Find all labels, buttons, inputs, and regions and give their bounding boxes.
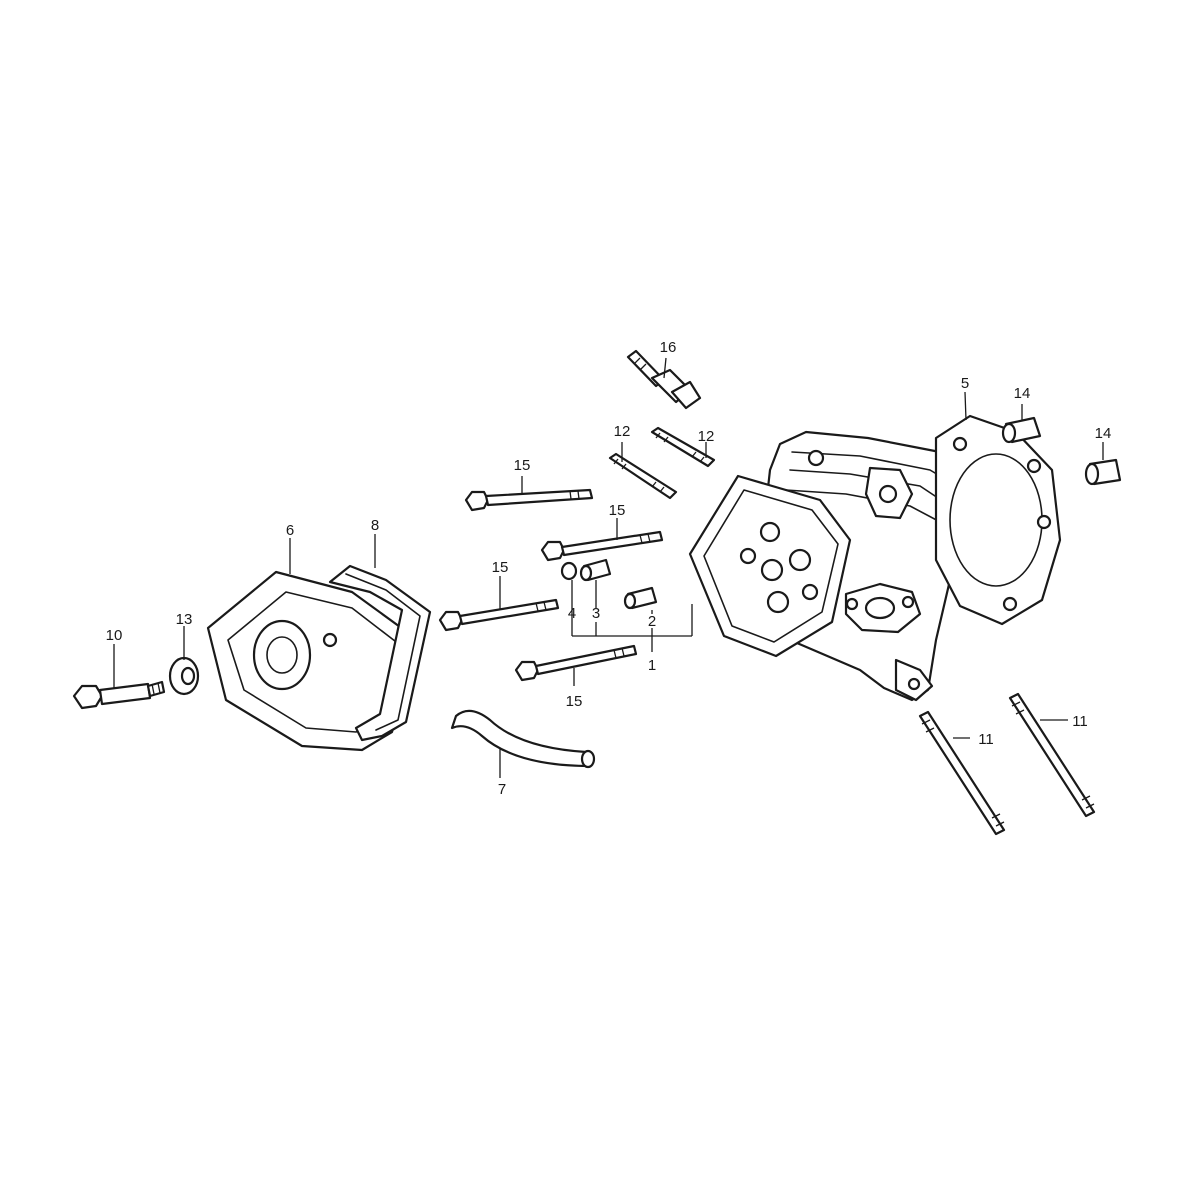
callout-14-right: 14 (1095, 425, 1112, 442)
sealing-washer (168, 656, 200, 696)
cylinder-head (688, 430, 978, 702)
dowel-pin-2 (623, 586, 658, 610)
flange-bolt-left (438, 598, 560, 632)
dowel-pin-3 (579, 558, 612, 582)
callout-1: 1 (648, 657, 656, 674)
callout-2: 2 (648, 613, 656, 630)
head-cover-gasket (328, 564, 432, 742)
dowel-pin-14-right (1084, 458, 1122, 486)
stud-lower (608, 452, 678, 500)
stud-upper (650, 426, 716, 468)
callout-labels: 1 2 3 4 5 6 7 8 10 11 11 12 12 13 14 14 … (106, 339, 1112, 798)
head-cover (206, 570, 420, 752)
callout-12-left: 12 (614, 423, 631, 440)
long-stud-right (1008, 692, 1096, 818)
callout-11-right: 11 (1072, 713, 1088, 730)
callout-12-right: 12 (698, 428, 715, 445)
callout-5: 5 (961, 375, 969, 392)
long-stud-left (918, 710, 1006, 836)
flange-bolt-top (464, 488, 594, 512)
leader-lines (113, 357, 1104, 778)
callout-4: 4 (568, 605, 576, 622)
callout-8: 8 (371, 517, 379, 534)
callout-13: 13 (176, 611, 193, 628)
flange-bolt-middle (540, 530, 664, 562)
callout-15-left: 15 (492, 559, 509, 576)
cylinder-head-gasket (934, 414, 1062, 626)
callout-10: 10 (106, 627, 123, 644)
callout-15-bottom: 15 (566, 693, 583, 710)
callout-14-left: 14 (1014, 385, 1031, 402)
callout-15-top: 15 (514, 457, 531, 474)
o-ring (560, 561, 578, 581)
callout-6: 6 (286, 522, 294, 539)
callout-3: 3 (592, 605, 600, 622)
flange-bolt-bottom (514, 644, 638, 682)
callout-15-middle: 15 (609, 502, 626, 519)
callout-16: 16 (660, 339, 677, 356)
dowel-pin-14-left (1001, 416, 1042, 444)
cover-bolt (72, 680, 166, 710)
callout-7: 7 (498, 781, 506, 798)
breather-tube (450, 709, 596, 769)
spark-plug (626, 349, 702, 410)
callout-11-left: 11 (978, 731, 994, 748)
